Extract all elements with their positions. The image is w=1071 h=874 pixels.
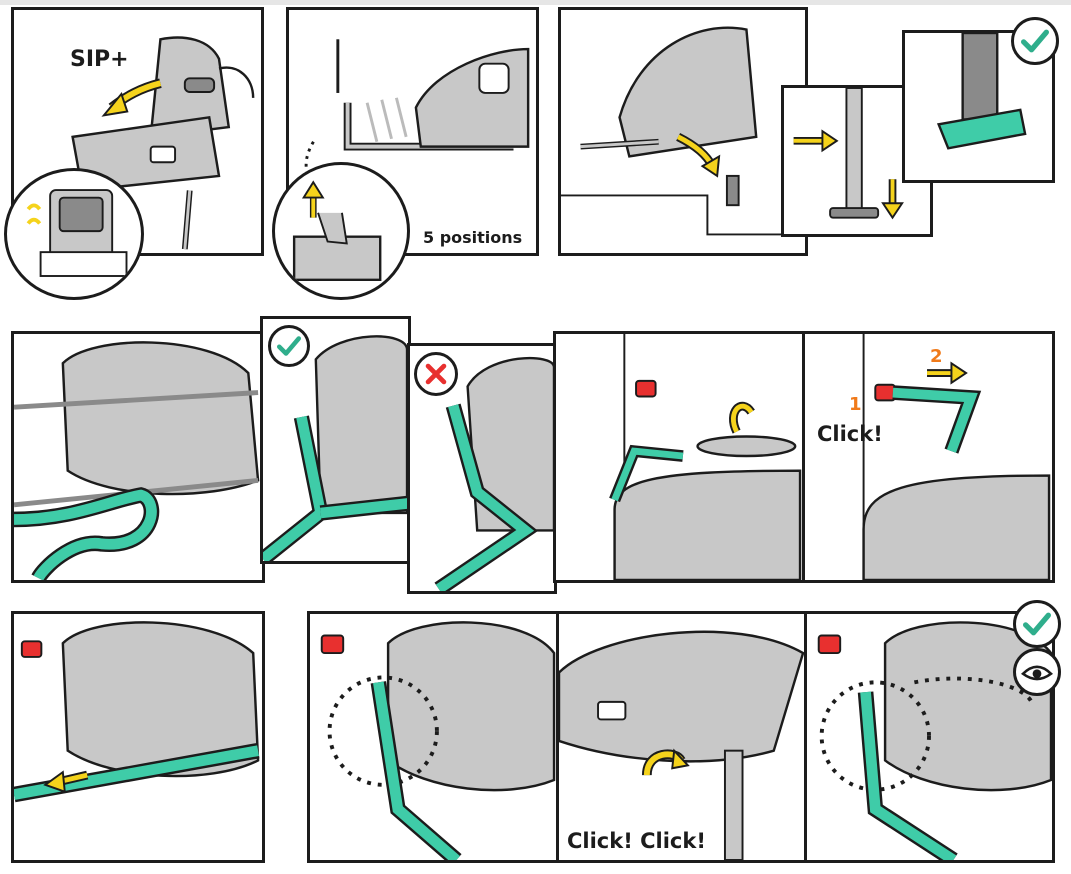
leg-detail-circle: [272, 162, 410, 300]
panel-belt-tighten: [11, 611, 265, 863]
panel-belt-pull: [553, 331, 806, 583]
click-label: Click!: [817, 422, 883, 446]
panel-double-click: Click! Click!: [556, 611, 808, 863]
final-check-illustration: [817, 621, 1052, 860]
sip-label: SIP+: [70, 47, 129, 72]
leg-positions-illustration: [304, 39, 530, 187]
leg-foot-illustration: [936, 33, 1027, 150]
belt-route-illustration: [14, 341, 260, 580]
belt-pull-illustration: [609, 334, 802, 580]
panel-final-check: [804, 611, 1055, 863]
check-circle-icon: [1011, 17, 1059, 65]
positions-label: 5 positions: [423, 228, 523, 247]
belt-check-illustration: [320, 621, 556, 860]
panel-leg-positions: 5 positions: [286, 7, 539, 256]
double-click-illustration: [559, 630, 805, 860]
eye-icon: [1013, 648, 1061, 696]
check-circle-icon-2: [268, 325, 310, 367]
belt-tighten-illustration: [14, 621, 260, 803]
support-leg-illustration: [561, 26, 805, 236]
belt-wrong-illustration: [434, 356, 554, 591]
seat-sip-illustration: [71, 36, 255, 250]
leg-detail-illustration: [292, 180, 382, 281]
step-two-label: 2: [930, 346, 943, 367]
belt-correct-illustration: [263, 335, 408, 561]
panel-belt-route: [11, 331, 265, 583]
panel-support-leg: [558, 7, 808, 256]
cross-circle-icon: [414, 352, 458, 396]
step-one-label: 1: [849, 394, 862, 415]
belt-click-illustration: [862, 334, 1051, 580]
leg-adjust-illustration: [793, 88, 904, 220]
double-click-label: Click! Click!: [567, 829, 706, 853]
panel-belt-click: Click! 1 2: [802, 331, 1055, 583]
sip-detail-illustration: [26, 189, 128, 277]
sip-detail-circle: [4, 168, 144, 300]
panel-belt-check: [307, 611, 560, 863]
top-strip: [0, 0, 1071, 5]
check-circle-icon-3: [1013, 600, 1061, 648]
